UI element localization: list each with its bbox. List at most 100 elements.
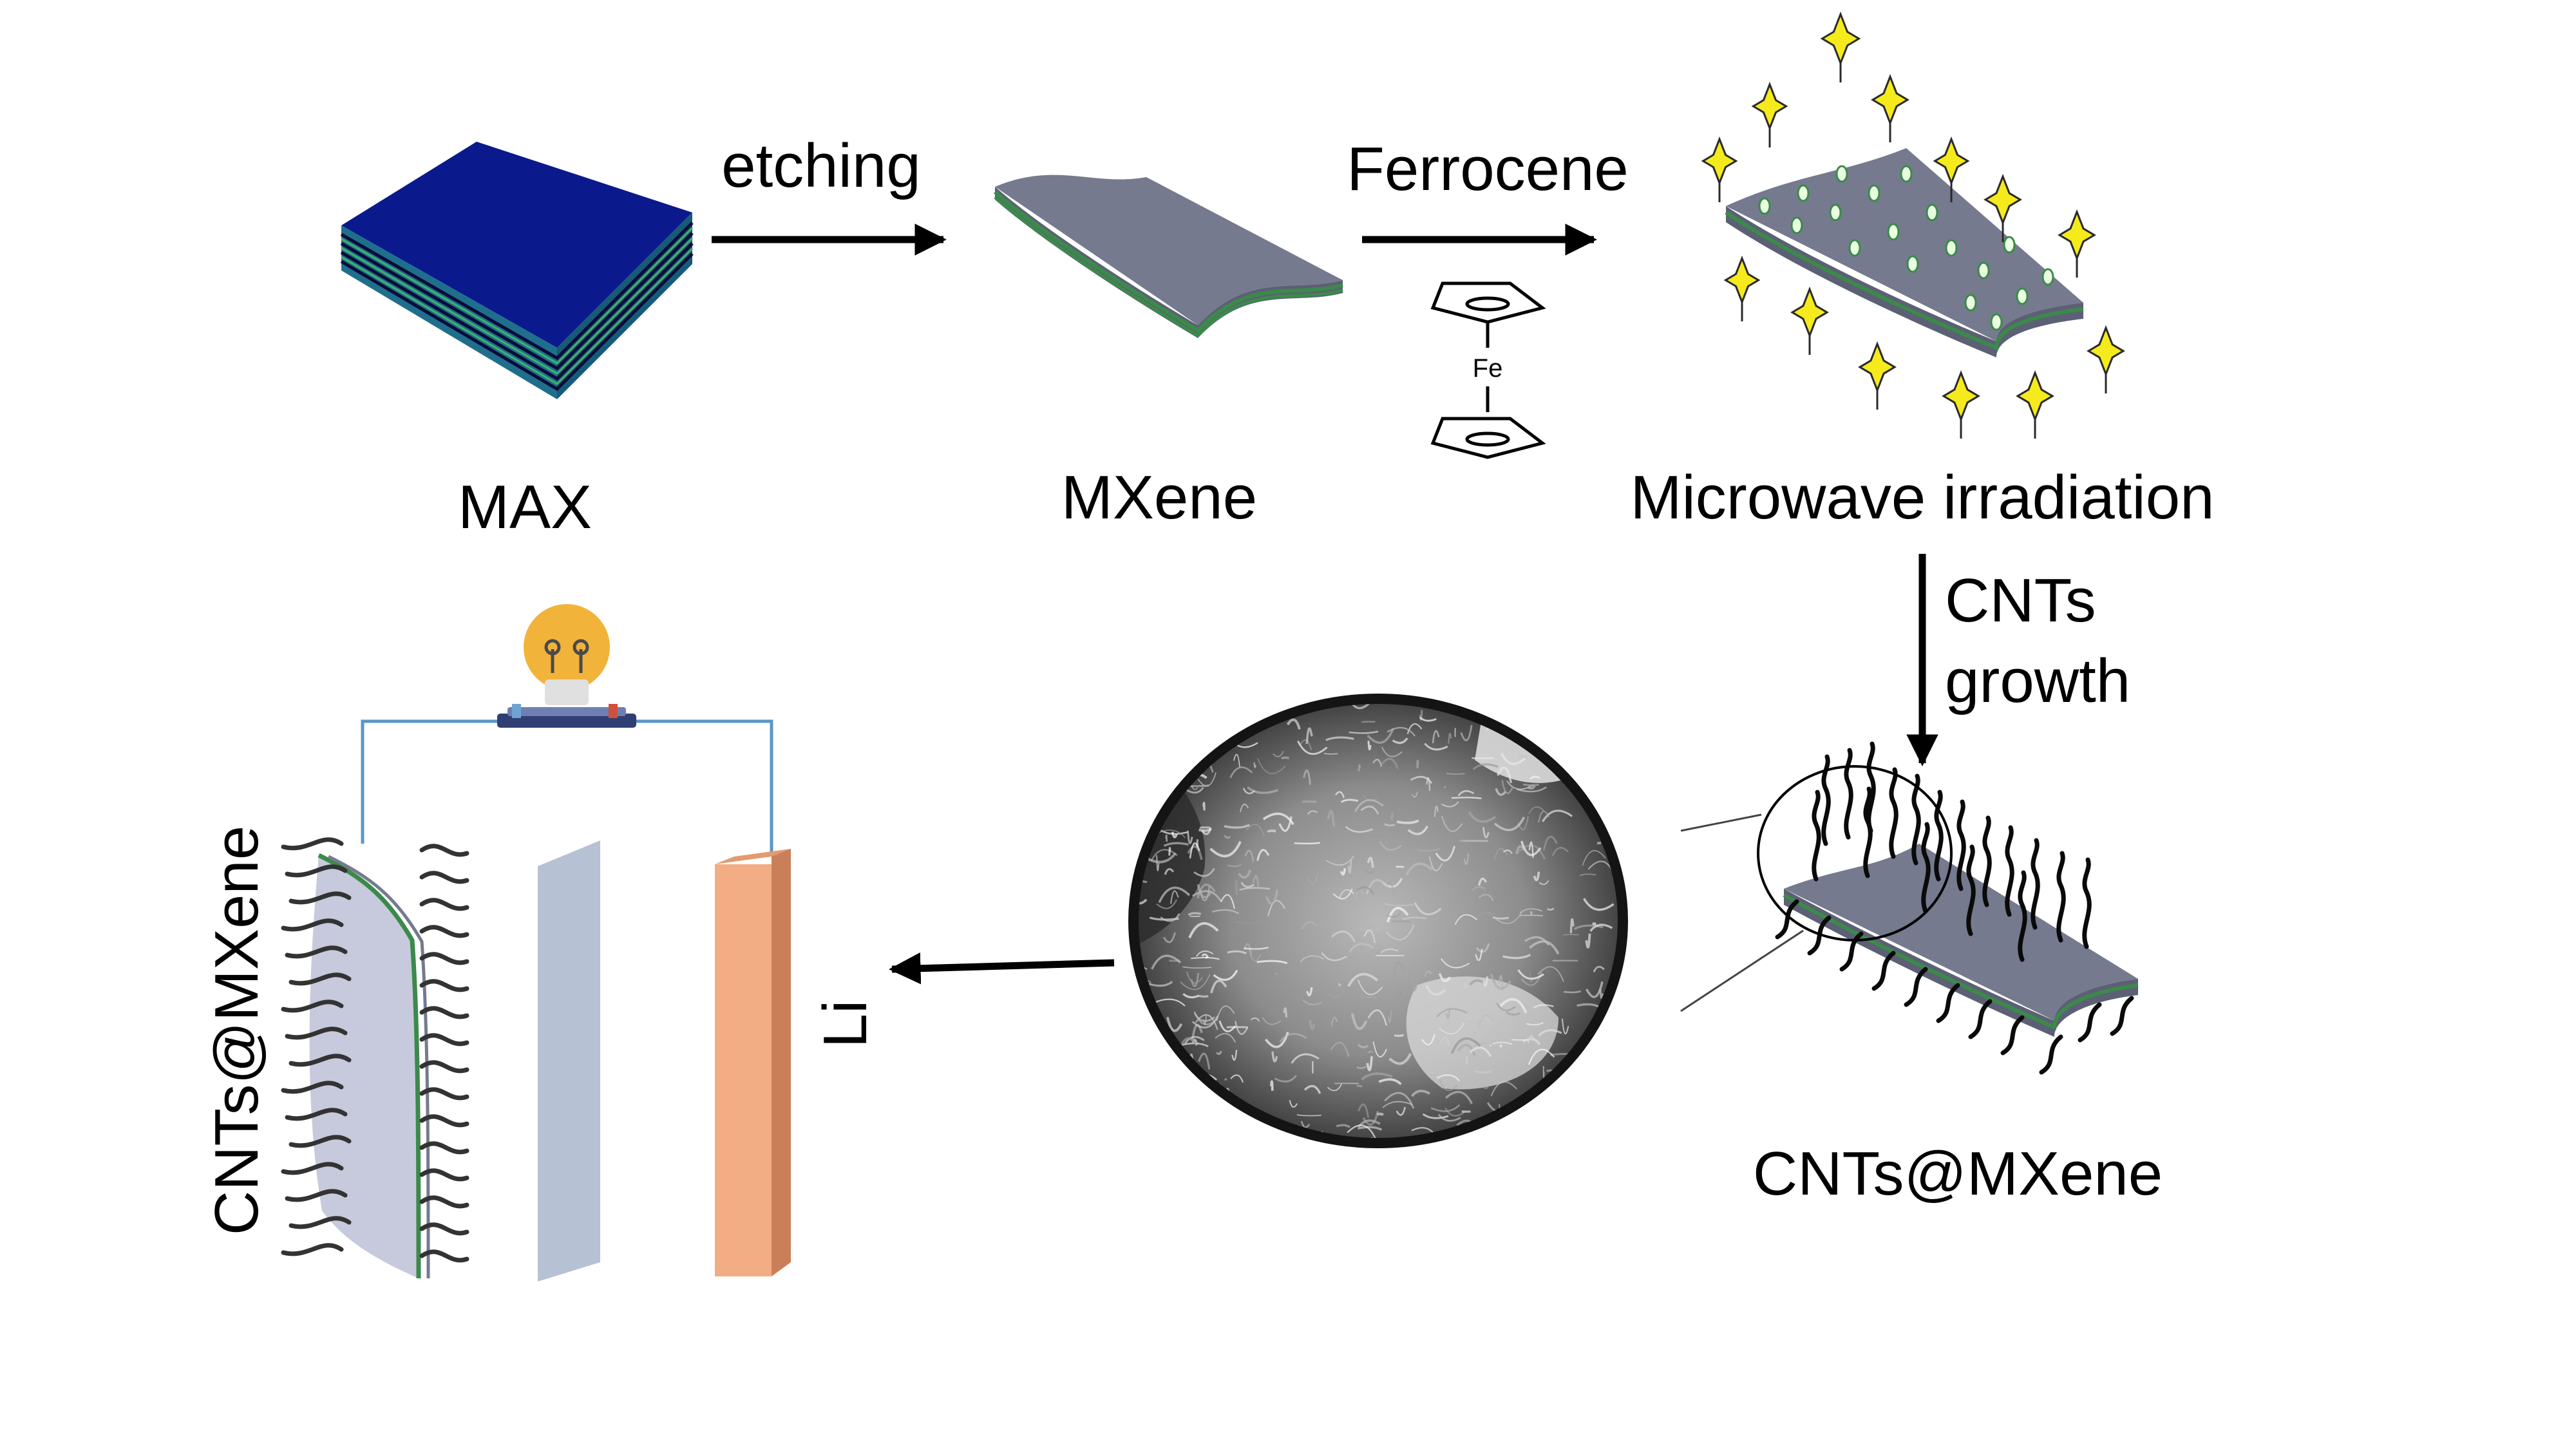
sem-fiber bbox=[1542, 835, 1558, 851]
sem-fiber bbox=[1192, 718, 1198, 730]
sem-fiber bbox=[1332, 888, 1353, 900]
sem-fiber bbox=[1331, 931, 1356, 943]
sem-fiber bbox=[1448, 732, 1452, 744]
cnt-strand bbox=[281, 837, 344, 851]
sem-fiber bbox=[1379, 840, 1402, 851]
sem-fiber bbox=[1163, 701, 1186, 712]
sem-fiber bbox=[1392, 961, 1405, 978]
sem-fiber bbox=[1361, 996, 1378, 999]
cnt-strand bbox=[2018, 870, 2027, 962]
sem-fiber bbox=[1472, 763, 1499, 770]
sem-fiber bbox=[1548, 1094, 1553, 1104]
sem-fiber bbox=[1184, 722, 1206, 732]
sem-fiber bbox=[1325, 855, 1354, 866]
sem-fiber bbox=[1367, 741, 1372, 751]
sem-fiber bbox=[1620, 711, 1623, 714]
microwave-label: Microwave irradiation bbox=[1631, 463, 2215, 532]
sem-fiber bbox=[1133, 848, 1143, 851]
sem-fiber bbox=[1365, 878, 1388, 895]
sem-fiber bbox=[1198, 828, 1212, 832]
sem-fiber bbox=[1151, 714, 1182, 715]
sem-fiber bbox=[1563, 934, 1579, 936]
sem-fiber bbox=[1235, 1021, 1249, 1035]
sem-fiber bbox=[1599, 989, 1604, 999]
sem-fiber bbox=[1505, 1011, 1521, 1016]
sem-fiber bbox=[1270, 1080, 1274, 1091]
sem-fiber bbox=[1160, 717, 1164, 721]
sem-fiber bbox=[1441, 801, 1459, 808]
cnt-strand bbox=[419, 898, 469, 911]
sem-fiber bbox=[1396, 819, 1419, 824]
sem-fiber bbox=[1585, 933, 1591, 949]
sem-fiber bbox=[1297, 740, 1328, 755]
sem-fiber bbox=[1166, 1017, 1183, 1032]
sem-fiber bbox=[1539, 880, 1549, 886]
microwave-sparkles bbox=[1701, 11, 2125, 439]
sem-fiber bbox=[1358, 764, 1361, 772]
sem-fiber bbox=[1367, 1051, 1374, 1054]
sem-fiber bbox=[1235, 880, 1238, 896]
sem-fiber bbox=[1582, 849, 1606, 866]
li-label: Li bbox=[811, 1000, 880, 1048]
sem-fiber bbox=[1349, 730, 1379, 734]
sem-fiber bbox=[1522, 1037, 1541, 1046]
sem-fiber bbox=[1339, 889, 1355, 898]
sem-fiber bbox=[1500, 752, 1526, 765]
sparkle-icon bbox=[2016, 370, 2054, 422]
sem-fiber bbox=[1133, 1063, 1146, 1074]
cnt-strand bbox=[1968, 999, 1993, 1039]
sem-fiber bbox=[1428, 874, 1445, 881]
sem-fiber bbox=[1198, 1052, 1211, 1070]
sparkle-icon bbox=[1984, 173, 2022, 226]
sem-fiber bbox=[1407, 825, 1428, 835]
sem-fiber bbox=[1526, 1021, 1544, 1026]
cnt-strand bbox=[419, 1249, 469, 1263]
sem-fiber bbox=[1134, 1128, 1144, 1138]
cnt-strand bbox=[419, 925, 469, 938]
sem-fiber bbox=[1133, 1030, 1139, 1040]
sem-fiber bbox=[1538, 1029, 1562, 1037]
cnt-strand bbox=[281, 1162, 344, 1175]
sem-fiber bbox=[1289, 1100, 1298, 1108]
sem-fiber bbox=[1444, 1091, 1473, 1104]
sem-fiber bbox=[1507, 1128, 1538, 1143]
sem-fiber bbox=[1262, 812, 1294, 826]
sem-fiber bbox=[1383, 823, 1396, 827]
sem-fiber bbox=[1303, 769, 1311, 785]
sem-fiber bbox=[1527, 1035, 1535, 1044]
sem-fiber bbox=[1235, 919, 1264, 925]
cnt-strand bbox=[1839, 931, 1864, 972]
cnt-strand bbox=[281, 918, 344, 932]
sem-fiber bbox=[1180, 974, 1211, 990]
sem-fiber bbox=[1162, 763, 1187, 774]
sem-fiber bbox=[1155, 1104, 1173, 1117]
magnify-line-bottom bbox=[1680, 929, 1804, 1012]
sparkle-icon bbox=[2058, 209, 2096, 261]
sem-fiber bbox=[1533, 871, 1540, 882]
sem-fiber bbox=[1361, 1072, 1393, 1081]
cnt-strand bbox=[2000, 1015, 2025, 1056]
sem-fiber bbox=[1294, 842, 1320, 845]
sem-fiber bbox=[1497, 766, 1512, 784]
sem-fiber bbox=[1457, 1043, 1476, 1057]
sem-fiber bbox=[1244, 699, 1266, 705]
sem-fiber bbox=[1382, 1101, 1413, 1108]
cnt-strand bbox=[2110, 996, 2134, 1036]
cnt-strand bbox=[419, 871, 469, 884]
sem-fiber bbox=[1195, 950, 1214, 957]
sem-fiber bbox=[1216, 1005, 1235, 1021]
circuit-wire bbox=[361, 719, 773, 857]
sem-fiber bbox=[1376, 1112, 1385, 1116]
fe-label: Fe bbox=[1473, 354, 1503, 383]
sem-fiber bbox=[1421, 1034, 1435, 1046]
sem-fiber bbox=[1475, 948, 1483, 961]
sem-fiber bbox=[1583, 898, 1615, 911]
sem-fiber bbox=[1218, 1020, 1236, 1032]
cnt-strand bbox=[1956, 799, 1966, 891]
sem-fiber bbox=[1432, 730, 1440, 744]
sem-fiber bbox=[1601, 699, 1618, 707]
sem-fiber bbox=[1411, 1127, 1435, 1134]
sem-fiber bbox=[1283, 1007, 1288, 1018]
sparkle-icon bbox=[2087, 325, 2125, 377]
